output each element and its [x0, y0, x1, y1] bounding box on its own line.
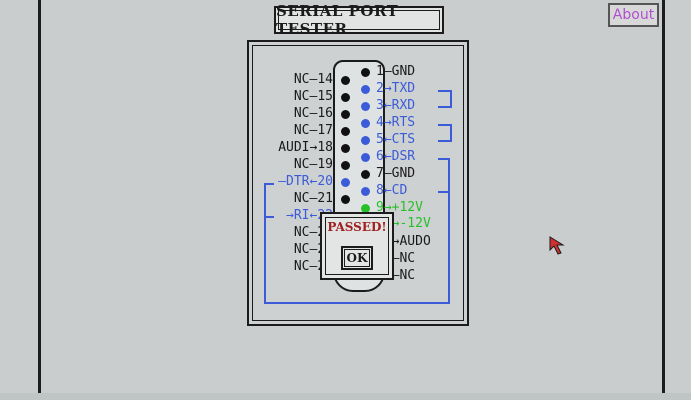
dialog-message: PASSED! — [327, 220, 387, 234]
pin-14 — [341, 76, 350, 85]
loopback-wire-left-vertical — [264, 183, 266, 304]
pin-label-17: NC—17 — [293, 123, 333, 138]
pin-5 — [361, 136, 370, 145]
txd-stub — [438, 90, 452, 92]
monitor-bottom — [0, 393, 691, 400]
pin-21 — [341, 195, 350, 204]
about-button[interactable]: About — [608, 3, 659, 27]
pin-6 — [361, 153, 370, 162]
pin-16 — [341, 110, 350, 119]
ok-button[interactable]: OK — [341, 246, 373, 270]
pin-4 — [361, 119, 370, 128]
dtr-stub — [264, 183, 274, 185]
rts-cts-loop — [450, 124, 452, 142]
pin-20 — [341, 178, 350, 187]
cts-stub — [438, 140, 452, 142]
rxd-stub — [438, 106, 452, 108]
pin-8 — [361, 187, 370, 196]
app-title: SERIAL PORT TESTER — [274, 2, 444, 38]
monitor-bezel-right — [662, 0, 665, 400]
pin-19 — [341, 161, 350, 170]
pin-label-16: NC—16 — [293, 106, 333, 121]
dsr-stub — [438, 158, 450, 160]
loopback-wire-right-vertical — [448, 158, 450, 304]
pin-7 — [361, 170, 370, 179]
ri-stub — [264, 216, 274, 218]
result-dialog: PASSED! OK — [320, 212, 394, 280]
pin-label-5: 5←CTS — [376, 132, 416, 147]
pin-label-20: —DTR←20 — [278, 174, 333, 189]
pin-18 — [341, 144, 350, 153]
dialog-inner-border — [325, 217, 389, 275]
cd-stub — [438, 191, 450, 193]
pin-17 — [341, 127, 350, 136]
mouse-pointer-icon — [549, 236, 569, 262]
rts-stub — [438, 124, 452, 126]
pin-label-19: NC—19 — [293, 157, 333, 172]
pin-9 — [361, 204, 370, 213]
pin-1 — [361, 68, 370, 77]
monitor-bezel-left — [38, 0, 41, 400]
pin-label-9: 9→+12V — [376, 200, 423, 215]
pin-label-15: NC—15 — [293, 89, 333, 104]
pin-label-6: 6←DSR — [376, 149, 416, 164]
pin-label-2: 2→TXD — [376, 81, 416, 96]
pin-3 — [361, 102, 370, 111]
pin-label-18: AUDI→18 — [278, 140, 333, 155]
panel-inner-border — [252, 45, 464, 321]
pin-label-1: 1—GND — [376, 64, 416, 79]
pin-label-3: 3←RXD — [376, 98, 416, 113]
pin-label-8: 8←CD — [376, 183, 408, 198]
loopback-wire-bottom — [264, 302, 450, 304]
pin-15 — [341, 93, 350, 102]
pin-label-14: NC—14 — [293, 72, 333, 87]
pin-label-7: 7—GND — [376, 166, 416, 181]
txd-rxd-loop — [450, 90, 452, 108]
pin-2 — [361, 85, 370, 94]
pin-label-4: 4→RTS — [376, 115, 416, 130]
pin-label-21: NC—21 — [293, 191, 333, 206]
